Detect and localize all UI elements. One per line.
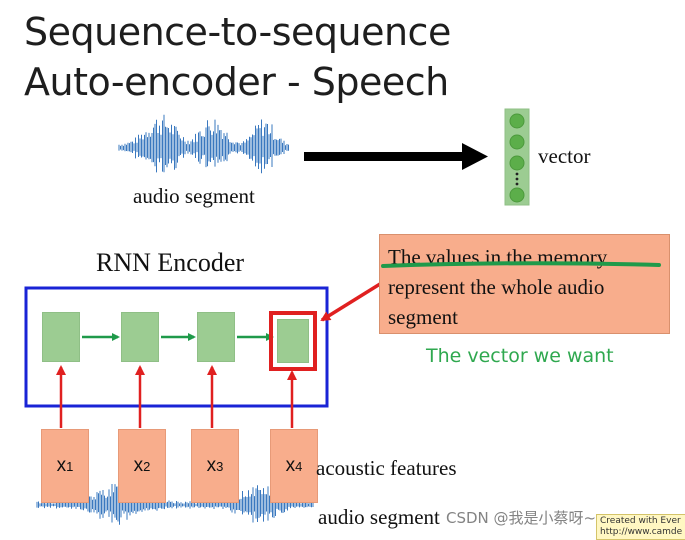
rnn-cell-1	[42, 312, 80, 362]
vector-label: vector	[538, 144, 591, 168]
waveform-bars	[118, 114, 289, 174]
callout-pointer-arrow	[320, 282, 381, 322]
input-var: x	[56, 455, 67, 476]
vector-ellipsis-dot	[515, 182, 519, 186]
rnn-cell-4	[277, 319, 309, 363]
stamp-line-2: http://www.camde	[600, 527, 683, 537]
vector-we-want-note: The vector we want	[426, 345, 614, 367]
callout-underline-stroke	[381, 261, 661, 268]
encode-arrow-shaft	[304, 152, 466, 161]
input-subscript: 3	[216, 458, 224, 474]
bottom-audio-label: audio segment	[318, 505, 440, 529]
vector-ellipsis-dot	[515, 177, 519, 181]
memory-callout: The values in the memory represent the w…	[379, 234, 670, 334]
callout-underline	[381, 261, 661, 268]
vector-dot	[509, 155, 525, 171]
acoustic-features-label: acoustic features	[316, 456, 457, 480]
vector-column	[504, 108, 530, 206]
slide-title-line-2: Auto-encoder - Speech	[24, 60, 449, 104]
input-subscript: 4	[295, 458, 303, 474]
top-audio-waveform	[118, 114, 289, 174]
slide-title-line-1: Sequence-to-sequence	[24, 10, 451, 54]
vector-ellipsis-dot	[515, 172, 519, 176]
rnn-cell-2	[121, 312, 159, 362]
csdn-watermark: CSDN @我是小蔡呀~~~	[446, 509, 622, 527]
input-var: x	[206, 455, 217, 476]
input-subscript: 1	[66, 458, 74, 474]
vector-dot	[509, 187, 525, 203]
encoder-frame	[24, 286, 329, 408]
rnn-cell-3	[197, 312, 235, 362]
rnn-encoder-label: RNN Encoder	[96, 248, 245, 277]
vector-dot	[509, 113, 525, 129]
input-var: x	[285, 455, 296, 476]
encode-arrow	[304, 143, 488, 170]
callout-line-2: represent the whole audio	[388, 275, 605, 299]
encode-arrow-head	[462, 143, 488, 170]
top-audio-label: audio segment	[133, 184, 255, 208]
input-var: x	[133, 455, 144, 476]
created-with-stamp: Created with Ever http://www.camde	[596, 514, 685, 540]
callout-line-3: segment	[388, 305, 458, 329]
vector-dot	[509, 134, 525, 150]
rnn-cell-4-highlight	[269, 311, 317, 371]
stamp-line-1: Created with Ever	[600, 516, 681, 526]
input-subscript: 2	[143, 458, 151, 474]
